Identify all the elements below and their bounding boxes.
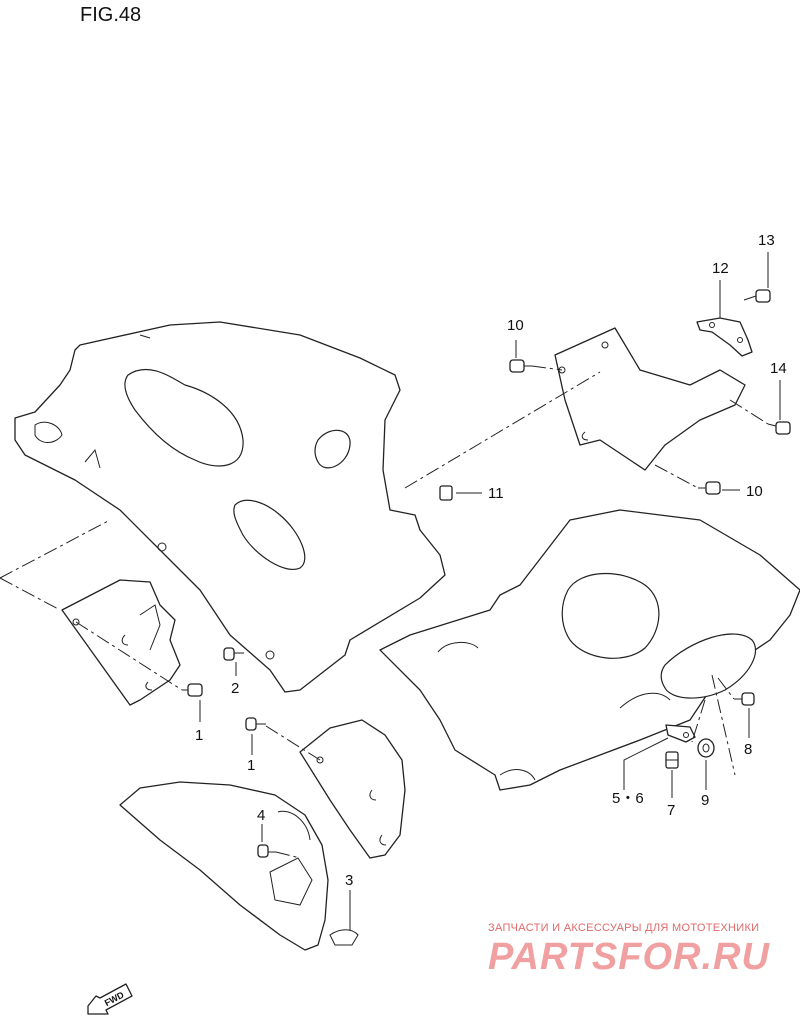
left-side-cowling	[14, 321, 446, 693]
leader-lines	[199, 252, 781, 930]
right-under-cowling	[379, 509, 800, 791]
callout-9: 9	[701, 792, 709, 809]
callout-10b: 10	[746, 483, 763, 500]
callout-5-6: 5・6	[612, 790, 644, 807]
watermark-logo: PARTSFOR.RU	[488, 936, 770, 978]
callout-1a: 1	[195, 727, 203, 744]
callout-4: 4	[257, 807, 265, 824]
figure-title: FIG.48	[80, 4, 142, 26]
screw-part-1b	[245, 717, 266, 731]
screw-part-10a	[509, 359, 532, 373]
callout-14: 14	[770, 360, 787, 377]
screw-part-14	[767, 421, 791, 435]
lower-inner-panel	[299, 719, 406, 859]
callout-7: 7	[667, 802, 675, 819]
callout-10a: 10	[507, 317, 524, 334]
lower-left-inner-panel	[61, 579, 181, 706]
callout-1b: 1	[247, 757, 255, 774]
watermark-tagline: ЗАПЧАСТИ И АКСЕССУАРЫ ДЛЯ МОТОТЕХНИКИ	[488, 922, 760, 934]
callout-labels: 1 1 2 3 4 5・6 7 9 8 10 10 11 12 13 14	[195, 232, 787, 889]
nut-part-7	[665, 751, 679, 769]
callout-8: 8	[744, 741, 752, 758]
front-lower-cover	[119, 781, 359, 951]
callout-11: 11	[488, 485, 504, 502]
assembly-lines	[0, 365, 769, 859]
screw-part-13	[743, 289, 771, 303]
bracket-part	[696, 317, 753, 357]
callout-13: 13	[758, 232, 775, 249]
upper-right-inner-panel	[554, 327, 746, 471]
screw-part-2	[223, 647, 244, 661]
callout-12: 12	[712, 260, 729, 277]
grommet-part-9	[697, 738, 715, 758]
screw-part-4	[257, 844, 276, 858]
screw-part-10b	[698, 481, 721, 495]
screw-part-1a	[182, 683, 203, 697]
nut-part-11	[439, 485, 453, 501]
callout-3: 3	[345, 872, 353, 889]
screw-part-8	[734, 692, 755, 706]
clip-part-5-6	[665, 724, 696, 743]
callout-2: 2	[231, 680, 239, 697]
fwd-arrow-icon: FWD	[87, 983, 133, 1015]
